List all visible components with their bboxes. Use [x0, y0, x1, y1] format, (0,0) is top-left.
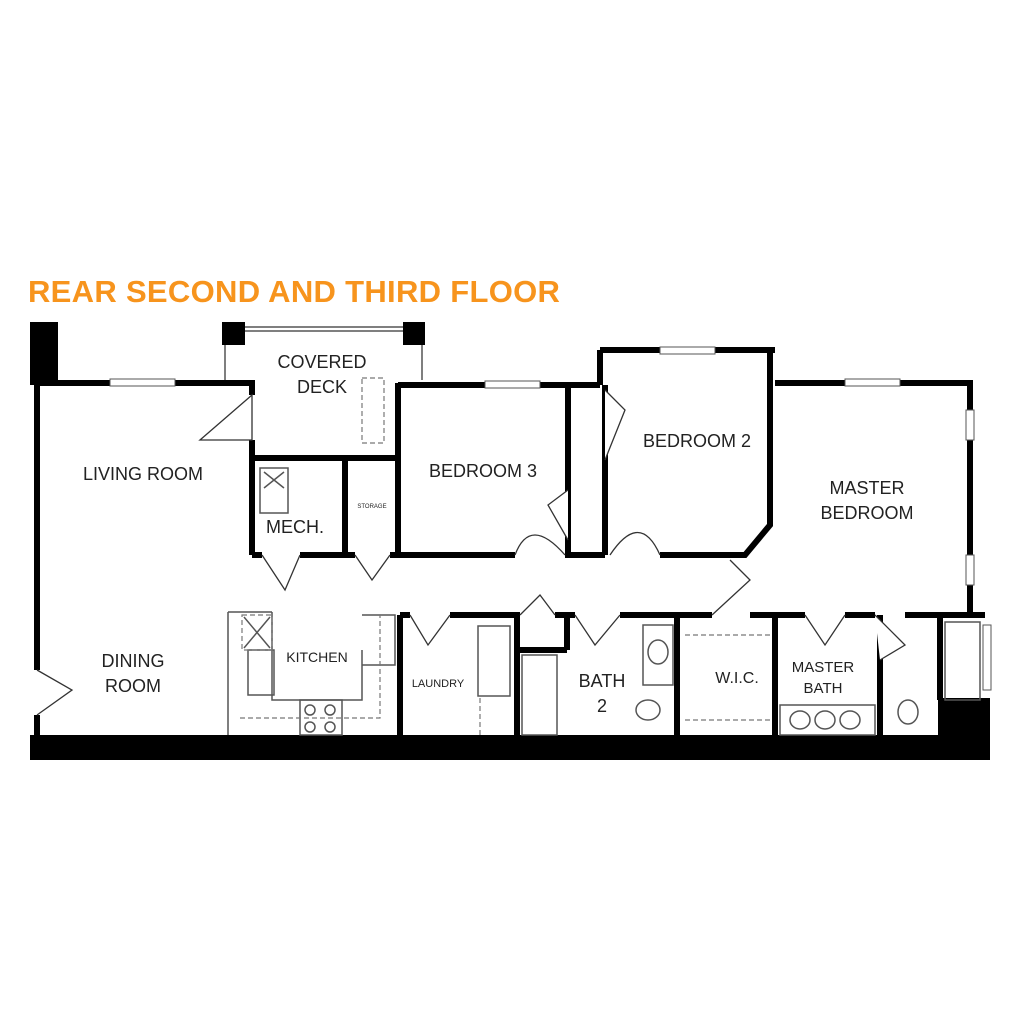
label-dining-room-2: ROOM — [105, 676, 161, 696]
label-master-bedroom-2: BEDROOM — [820, 503, 913, 523]
doors — [36, 389, 907, 716]
label-storage: STORAGE — [357, 504, 386, 510]
label-bedroom-3: BEDROOM 3 — [429, 461, 537, 481]
label-bath-2-2: 2 — [597, 696, 607, 716]
label-covered-deck-1: COVERED — [277, 352, 366, 372]
label-bedroom-2: BEDROOM 2 — [643, 431, 751, 451]
label-master-bedroom-1: MASTER — [829, 478, 904, 498]
label-bath-2-1: BATH — [579, 671, 626, 691]
label-mech: MECH. — [266, 517, 324, 537]
label-living-room: LIVING ROOM — [83, 464, 203, 484]
label-kitchen: KITCHEN — [286, 649, 347, 665]
label-dining-room-1: DINING — [102, 651, 165, 671]
windows — [109, 346, 992, 691]
room-labels: COVERED DECK LIVING ROOM DINING ROOM MEC… — [83, 352, 914, 716]
label-wic: W.I.C. — [715, 670, 759, 687]
label-laundry: LAUNDRY — [412, 678, 465, 690]
fixtures — [227, 377, 981, 736]
label-master-bath-2: BATH — [804, 680, 843, 697]
label-covered-deck-2: DECK — [297, 377, 347, 397]
plan-title: REAR SECOND AND THIRD FLOOR — [28, 274, 561, 309]
label-master-bath-1: MASTER — [792, 659, 855, 676]
